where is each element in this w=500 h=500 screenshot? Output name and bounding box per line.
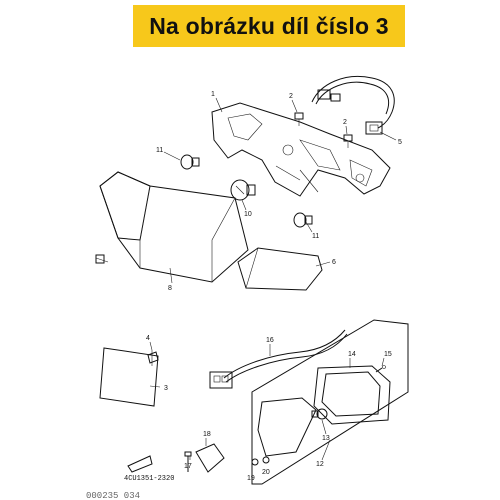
callout-4: 4	[146, 335, 150, 342]
callout-11b: 11	[312, 233, 319, 240]
reflector-part-3	[99, 347, 159, 407]
callout-10: 10	[244, 211, 252, 218]
mount-bracket-small	[127, 455, 153, 473]
callout-8: 8	[168, 285, 172, 292]
turn-lens-part-6	[237, 247, 323, 291]
callout-2b: 2	[343, 119, 347, 126]
callout-20: 20	[262, 469, 270, 476]
bulb-part-13	[311, 408, 328, 420]
callout-labels: 1 2 2 3 4 5 6 8 10 11 11 12 13 14 15 16 …	[146, 91, 402, 482]
callout-17: 17	[184, 463, 192, 470]
callout-1: 1	[211, 91, 215, 98]
screw-part-17	[184, 451, 192, 472]
title-text: Na obrázku díl číslo 3	[149, 12, 389, 39]
callout-15: 15	[384, 351, 392, 358]
callout-12: 12	[316, 461, 324, 468]
tail-lens-part-8	[95, 171, 249, 283]
screw-part-15	[375, 365, 386, 373]
callout-6: 6	[332, 259, 336, 266]
callout-14: 14	[348, 351, 356, 358]
callout-11a: 11	[156, 147, 163, 154]
bulb-part-10	[230, 179, 256, 201]
license-light-frame	[251, 319, 409, 485]
drawing-stamp: 000235 034	[86, 491, 140, 500]
bulb-part-11a	[180, 154, 200, 170]
nut-part-20	[262, 456, 270, 464]
bracket-part-18	[195, 443, 225, 473]
title-banner: Na obrázku díl číslo 3	[133, 5, 405, 47]
washer-part-19	[251, 458, 259, 466]
bolt-part-2b	[343, 134, 353, 148]
part-code: 4CU1351-2320	[124, 475, 174, 483]
taillight-bracket	[211, 102, 391, 197]
callout-16: 16	[266, 337, 274, 344]
harness-part-16	[209, 329, 348, 389]
callout-2a: 2	[289, 93, 293, 100]
callout-5: 5	[398, 139, 402, 146]
wiring-harness	[311, 76, 395, 135]
license-light-housing	[313, 365, 391, 425]
bulb-part-11b	[293, 212, 313, 228]
license-light-lens	[257, 397, 317, 457]
callout-13: 13	[322, 435, 330, 442]
bolt-part-2a	[294, 112, 304, 126]
callout-3: 3	[164, 385, 168, 392]
nut-part-4	[147, 350, 159, 366]
callout-18: 18	[203, 431, 211, 438]
callout-19: 19	[247, 475, 255, 482]
leader-lines	[149, 97, 397, 461]
